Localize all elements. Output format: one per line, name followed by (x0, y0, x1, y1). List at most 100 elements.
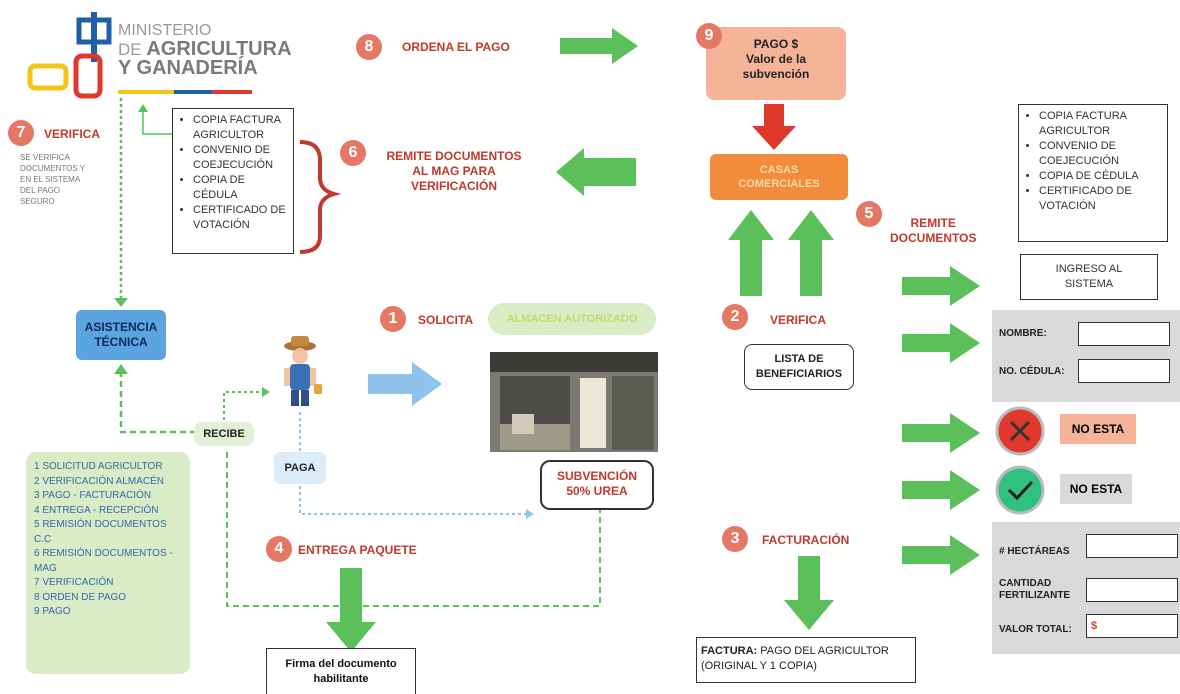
no-esta-badge-green: NO ESTA (1060, 474, 1132, 504)
step-7-badge: 7 (8, 120, 34, 146)
cedula-field[interactable] (1078, 359, 1170, 383)
arrow-up-2a (728, 210, 774, 296)
red-brace (299, 140, 342, 254)
dashed-recibe-asistencia (119, 374, 196, 434)
legend-item: 5 REMISIÓN DOCUMENTOS C.C (34, 519, 167, 545)
step-2-badge: 2 (722, 304, 748, 330)
arrow-right-8 (560, 28, 638, 64)
lista-line-1: LISTA DE (774, 353, 824, 365)
factura-box: FACTURA: PAGO DEL AGRICULTOR (ORIGINAL Y… (696, 637, 916, 683)
step-5-badge: 5 (856, 201, 882, 227)
ingreso-sistema-box: INGRESO AL SISTEMA (1020, 254, 1158, 300)
step-3-badge: 3 (722, 526, 748, 552)
step-1-label: SOLICITA (418, 313, 474, 327)
arrow-down-9 (752, 104, 796, 150)
ministry-logo-icon (27, 12, 252, 99)
arrow-down-4 (326, 568, 376, 652)
verifica-note-line: SE VERIFICA (20, 153, 70, 162)
step-3-label: FACTURACIÓN (762, 533, 850, 547)
legend-item: 6 REMISIÓN DOCUMENTOS - MAG (34, 548, 173, 574)
valor-total-value: $ (1091, 620, 1098, 632)
legend-item: 3 PAGO - FACTURACIÓN (34, 490, 152, 501)
step-8-badge: 8 (356, 34, 382, 60)
dotted-paga-subvencion (299, 486, 526, 515)
step-6-badge: 6 (340, 140, 366, 166)
arrow-up-2b (788, 210, 834, 296)
asistencia-line-2: TÉCNICA (94, 335, 148, 349)
casas-line-2: COMERCIALES (738, 178, 820, 190)
doc-item: CONVENIO DE COEJECUCIÓN (1039, 139, 1161, 169)
nombre-label: NOMBRE: (999, 328, 1047, 339)
arrow-left-6 (556, 148, 636, 196)
hectareas-field[interactable] (1086, 534, 1178, 558)
logo-line-2-prefix: DE (118, 40, 147, 59)
line-docs-connector (142, 110, 172, 135)
check-circle-icon (995, 465, 1045, 515)
logo-line-2-bold: AGRICULTURA (146, 38, 292, 60)
recibe-badge: RECIBE (194, 422, 254, 446)
subvencion-box: SUBVENCIÓN 50% UREA (540, 460, 654, 510)
step-8-label: ORDENA EL PAGO (402, 40, 510, 54)
lista-line-2: BENEFICIARIOS (755, 368, 843, 380)
verifica-note-line: EN EL SISTEMA (20, 175, 81, 184)
verifica-note-line: SEGURO (20, 197, 55, 206)
legend-item: 1 SOLICITUD AGRICULTOR (34, 461, 163, 472)
no-esta-badge-red: NO ESTA (1060, 414, 1136, 444)
logo-line-1: MINISTERIO (118, 22, 212, 39)
firma-line-2: habilitante (313, 673, 369, 685)
legend-item: 2 VERIFICACIÓN ALMACÉN (34, 475, 165, 487)
cantidad-label: CANTIDAD FERTILIZANTE (999, 578, 1070, 602)
pago-line-3: subvención (742, 67, 810, 81)
factura-line-2: (ORIGINAL Y 1 COPIA) (701, 660, 817, 672)
legend-item: 8 ORDEN DE PAGO (34, 591, 127, 603)
cantidad-line-2: FERTILIZANTE (999, 590, 1071, 601)
dotted-arrowhead-asistencia (114, 298, 128, 307)
valor-total-field[interactable]: $ (1086, 614, 1178, 638)
step-2-label: VERIFICA (770, 313, 827, 327)
step-6-line: AL MAG PARA (412, 164, 496, 178)
ingreso-line-1: INGRESO AL (1055, 263, 1123, 275)
step-5-label: REMITE DOCUMENTOS (890, 216, 976, 246)
factura-bold: FACTURA: (701, 645, 758, 657)
verifica-note: SE VERIFICA DOCUMENTOS Y EN EL SISTEMA D… (20, 152, 85, 207)
arrow-right-1 (368, 362, 442, 406)
doc-item: CERTIFICADO DE VOTACIÓN (1039, 184, 1161, 214)
pago-box: PAGO $ Valor de la subvención (706, 27, 846, 100)
subvencion-line-1: SUBVENCIÓN (556, 469, 637, 483)
nombre-field[interactable] (1078, 322, 1170, 346)
dashed-arrowhead-asistencia (114, 364, 128, 374)
step-6-line: VERIFICACIÓN (410, 179, 497, 193)
step-7-label: VERIFICA (44, 127, 101, 141)
doc-item: COPIA FACTURA AGRICULTOR (193, 113, 287, 143)
cedula-label: NO. CÉDULA: (999, 366, 1065, 377)
logo-line-3: Y GANADERÍA (118, 57, 258, 79)
paga-badge: PAGA (274, 452, 326, 484)
dotted-recibe-farmer (223, 391, 262, 420)
dotted-arrowhead-farmer (262, 387, 270, 397)
asistencia-line-1: ASISTENCIA (84, 320, 158, 334)
step-6-line: REMITE DOCUMENTOS (386, 149, 522, 163)
pago-line-1: PAGO $ (753, 37, 799, 51)
hectareas-label: # HECTÁREAS (999, 546, 1070, 557)
doc-item: CERTIFICADO DE VOTACIÓN (193, 203, 287, 233)
pago-line-2: Valor de la (745, 52, 807, 66)
lista-beneficiarios-box: LISTA DE BENEFICIARIOS (744, 344, 854, 390)
dotted-arrowhead-subvencion (526, 509, 534, 519)
doc-item: COPIA DE CÉDULA (1039, 169, 1161, 184)
verifica-note-line: DOCUMENTOS Y (20, 164, 86, 173)
step-4-badge: 4 (266, 536, 292, 562)
arrow-right-5e (902, 535, 980, 575)
arrow-down-3 (784, 556, 834, 630)
arrowhead-docs-connector (138, 104, 148, 112)
docs-box-right: COPIA FACTURA AGRICULTOR CONVENIO DE COE… (1018, 104, 1168, 242)
cantidad-line-1: CANTIDAD (999, 578, 1052, 589)
ingreso-line-2: SISTEMA (1064, 278, 1114, 290)
arrow-right-5b (902, 323, 980, 363)
factura-rest: PAGO DEL AGRICULTOR (757, 645, 889, 657)
store-photo (490, 352, 658, 452)
arrow-right-5a (902, 266, 980, 306)
step-6-label: REMITE DOCUMENTOS AL MAG PARA VERIFICACI… (380, 149, 528, 194)
doc-item: COPIA FACTURA AGRICULTOR (1039, 109, 1161, 139)
cantidad-field[interactable] (1086, 578, 1178, 602)
logo-text: MINISTERIO DE AGRICULTURA Y GANADERÍA (118, 21, 292, 78)
